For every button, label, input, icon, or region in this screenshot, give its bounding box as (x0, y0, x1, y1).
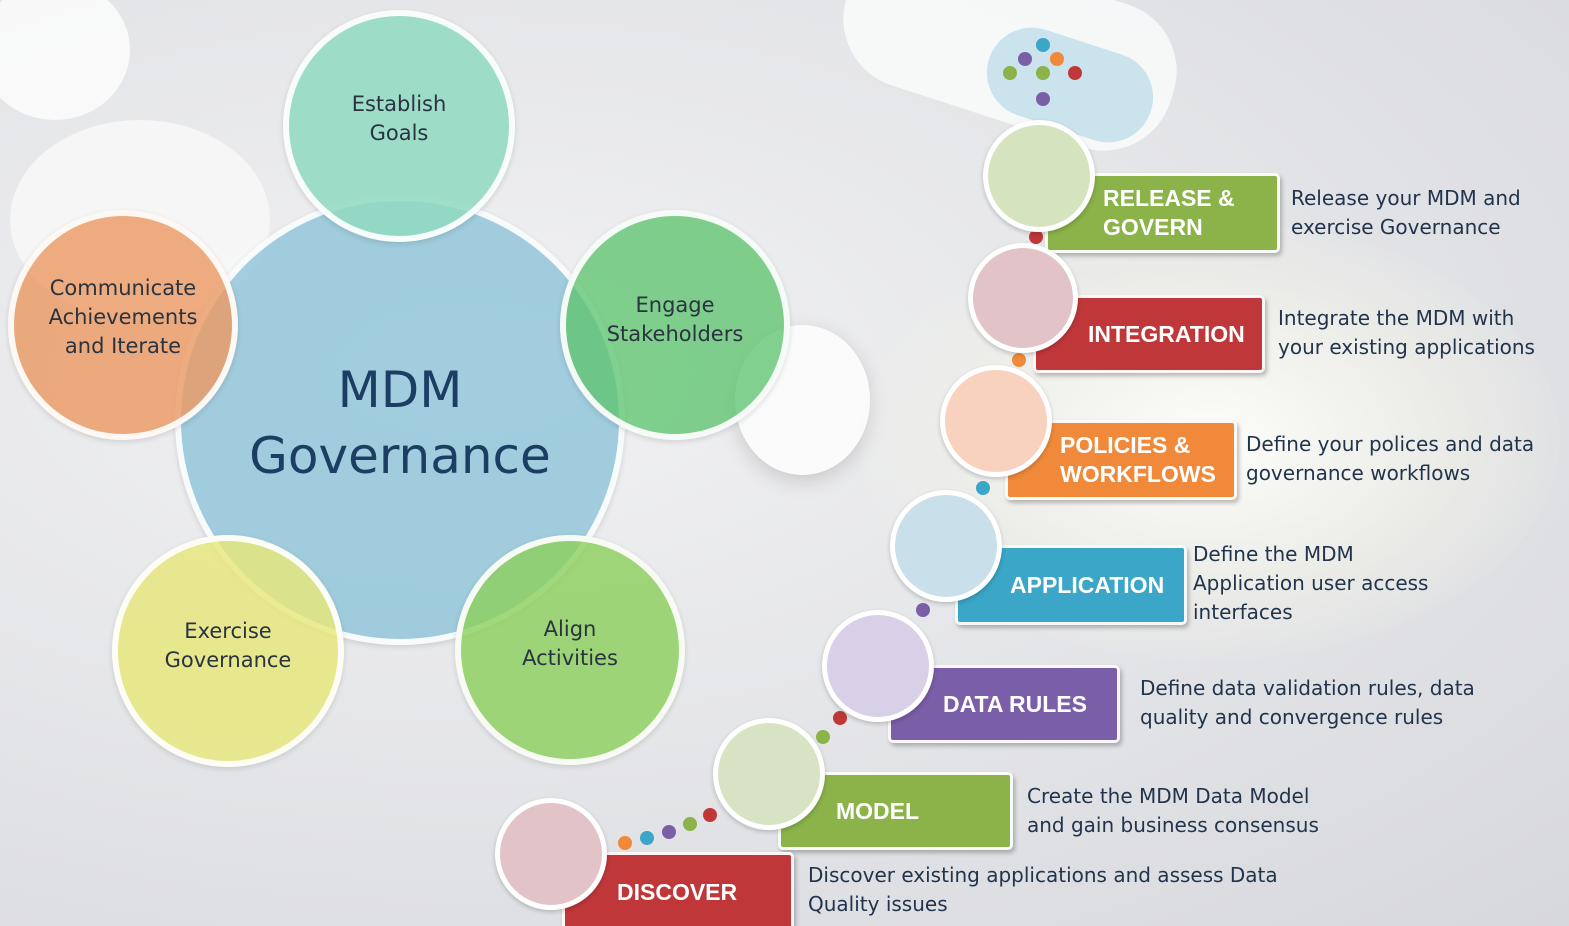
step-discover-description: Discover existing applications and asses… (808, 863, 1278, 916)
center-title: MDM Governance (249, 360, 551, 485)
dot-decoration (916, 603, 930, 617)
dot-decoration (833, 711, 847, 725)
dot-decoration (1018, 52, 1032, 66)
communicate-achievements-label: Communicate Achievements and Iterate (48, 276, 198, 358)
exercise-governance-circle: Exercise Governance (112, 535, 344, 767)
align-activities-circle: Align Activities (455, 535, 685, 765)
dot-decoration (1036, 92, 1050, 106)
step-datarules-circle (822, 610, 934, 722)
dot-decoration (1068, 66, 1082, 80)
dot-decoration (1036, 38, 1050, 52)
step-release-label: RELEASE & GOVERN (1103, 185, 1235, 240)
exercise-governance-label: Exercise Governance (164, 619, 292, 672)
communicate-achievements-circle: Communicate Achievements and Iterate (8, 210, 238, 440)
engage-stakeholders-label: Engage Stakeholders (606, 293, 744, 346)
dot-decoration (976, 481, 990, 495)
step-application-circle (890, 490, 1002, 602)
dot-decoration (1012, 353, 1026, 367)
step-application-bar: APPLICATION (955, 545, 1187, 625)
dot-decoration (1050, 52, 1064, 66)
step-policies-label: POLICIES & WORKFLOWS (1060, 432, 1216, 487)
step-policies-circle (940, 365, 1052, 477)
establish-goals-label: Establish Goals (351, 91, 447, 145)
dot-decoration (1036, 66, 1050, 80)
dot-decoration (662, 825, 676, 839)
step-model-circle (713, 718, 825, 830)
step-datarules-description: Define data validation rules, data quali… (1140, 676, 1475, 729)
establish-goals-circle: Establish Goals (283, 10, 515, 242)
dot-decoration (816, 730, 830, 744)
dot-decoration (640, 831, 654, 845)
align-activities-label: Align Activities (522, 617, 618, 670)
engage-stakeholders-circle: Engage Stakeholders (560, 210, 790, 440)
step-integration-description: Integrate the MDM with your existing app… (1278, 306, 1535, 359)
step-integration-circle (968, 243, 1078, 353)
background-pill-top-left (0, 0, 130, 120)
step-release-circle (983, 120, 1095, 232)
step-discover-bar: DISCOVER (562, 852, 794, 926)
step-application-label: APPLICATION (1010, 571, 1165, 598)
step-policies-description: Define your polices and data governance … (1246, 432, 1535, 485)
dot-decoration (703, 808, 717, 822)
dot-decoration (1003, 66, 1017, 80)
step-model-label: MODEL (836, 797, 920, 824)
step-release-bar: RELEASE & GOVERN (1045, 173, 1280, 253)
step-release-description: Release your MDM and exercise Governance (1291, 186, 1521, 239)
step-datarules-label: DATA RULES (943, 690, 1087, 717)
dot-decoration (683, 817, 697, 831)
step-application-description: Define the MDM Application user access i… (1193, 542, 1429, 624)
dot-decoration (618, 836, 632, 850)
step-discover-circle (495, 798, 607, 910)
step-model-description: Create the MDM Data Model and gain busin… (1027, 784, 1319, 837)
dot-decoration (1029, 230, 1043, 244)
step-discover-label: DISCOVER (617, 878, 738, 905)
step-integration-label: INTEGRATION (1088, 320, 1245, 347)
